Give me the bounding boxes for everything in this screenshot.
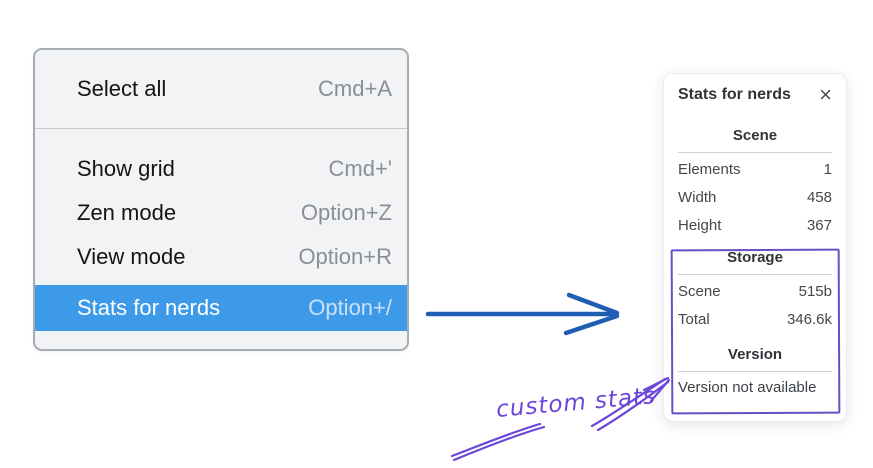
section-divider [678,274,832,275]
menu-item-view-mode[interactable]: View mode Option+R [35,235,407,279]
menu-item-label: View mode [77,244,186,269]
section-heading-storage: Storage [727,249,783,266]
section-heading-scene: Scene [732,127,778,144]
menu-spacer [35,129,407,147]
context-menu: Select all Cmd+A Show grid Cmd+' Zen mod… [33,48,409,351]
menu-divider [35,128,407,129]
menu-item-label: Show grid [77,156,175,181]
menu-item-show-grid[interactable]: Show grid Cmd+' [35,147,407,191]
stat-row-width: Width 458 [678,184,832,212]
stats-panel-header: Stats for nerds × [678,82,832,107]
menu-item-shortcut: Option+/ [308,295,392,320]
section-heading-version: Version [727,346,783,363]
menu-item-label: Zen mode [77,200,177,225]
stat-label: Elements [678,161,741,178]
stat-label: Height [678,217,722,234]
menu-item-label: Select all [77,76,167,101]
stat-value: 367 [806,217,832,234]
menu-item-label: Stats for nerds [77,295,221,320]
close-icon[interactable]: × [819,82,832,107]
stat-label: Total [678,311,710,328]
stat-row-elements: Elements 1 [678,156,832,184]
section-divider [678,152,832,153]
stat-value: 1 [823,161,832,178]
menu-item-shortcut: Option+Z [300,200,392,225]
stat-value: 346.6k [786,311,832,328]
menu-item-shortcut: Cmd+' [328,156,393,181]
section-divider [678,371,832,372]
menu-item-select-all[interactable]: Select all Cmd+A [35,50,407,128]
pointer-arrow-icon [425,292,620,336]
stat-label: Width [678,189,717,206]
menu-item-shortcut: Cmd+A [318,76,392,101]
version-status-text: Version not available [678,379,817,396]
menu-item-zen-mode[interactable]: Zen mode Option+Z [35,191,407,235]
menu-item-shortcut: Option+R [298,244,392,269]
stat-value: 458 [806,189,832,206]
stat-label: Scene [678,283,721,300]
annotation-label: custom stats [495,383,657,423]
menu-item-stats-for-nerds[interactable]: Stats for nerds Option+/ [35,285,407,331]
stats-panel: Stats for nerds × Scene Elements 1 Width… [663,73,847,422]
stats-panel-title: Stats for nerds [678,86,791,103]
stat-row-scene-storage: Scene 515b [678,278,832,306]
stat-row-height: Height 367 [678,212,832,240]
stat-row-total-storage: Total 346.6k [678,306,832,334]
stat-value: 515b [798,283,832,300]
